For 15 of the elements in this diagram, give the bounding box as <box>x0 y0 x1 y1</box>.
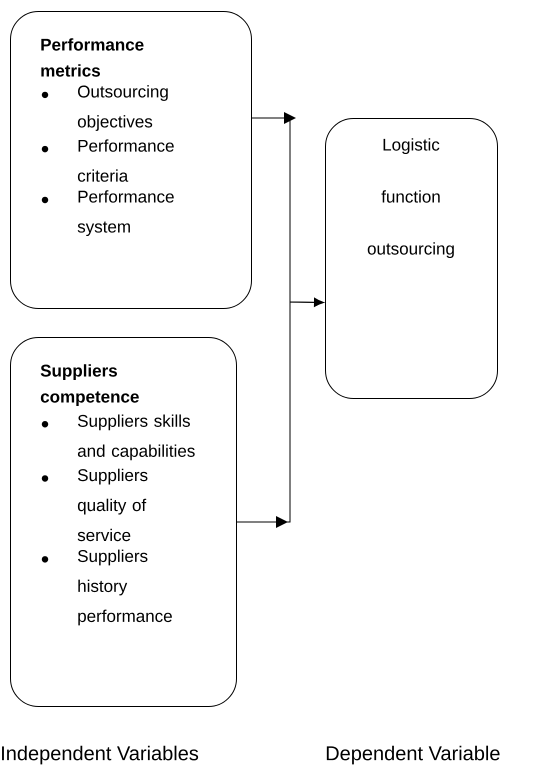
axis-caption: Dependent Variable <box>326 746 500 764</box>
bullet-item: Outsourcing objectives <box>42 85 168 131</box>
bullet-item: Performance system <box>42 190 174 236</box>
axis-caption: Independent Variables <box>2 746 198 764</box>
rounded-box <box>10 11 252 309</box>
arrow <box>236 298 324 528</box>
bullet-item: Performance criteria <box>42 139 174 182</box>
bullet-item: Suppliers history performance <box>42 550 172 626</box>
heading: Suppliers competence <box>40 364 139 406</box>
rounded-box <box>325 118 498 399</box>
bullet-item: Suppliers skills and capabilities <box>42 414 195 460</box>
box-text: Logistic function outsourcing <box>368 138 454 258</box>
bullet-item: Suppliers quality of service <box>42 468 148 542</box>
rounded-box <box>10 337 237 707</box>
heading: Performance metrics <box>41 38 144 77</box>
